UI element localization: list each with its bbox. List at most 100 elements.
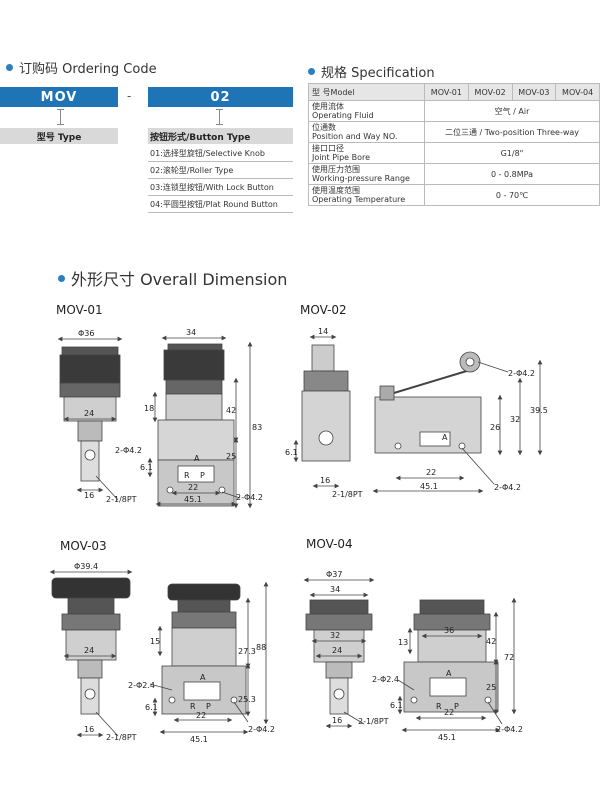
mov02-side-view <box>372 351 543 494</box>
model-title-mov03: MOV-03 <box>60 539 107 553</box>
dim-label: 2-Φ4.2 <box>236 493 263 502</box>
dim-label: 45.1 <box>438 733 456 742</box>
dim-label: 6.1 <box>140 463 153 472</box>
port-label: R <box>190 702 196 711</box>
dim-label: 72 <box>504 653 514 662</box>
dim-label: Φ36 <box>78 329 94 338</box>
dim-label: 24 <box>84 409 94 418</box>
table-row: 型 号Model MOV-01 MOV-02 MOV-03 MOV-04 <box>308 83 600 101</box>
dim-label: 36 <box>444 626 454 635</box>
code-separator: - <box>127 89 132 103</box>
dim-label: 34 <box>330 585 340 594</box>
dim-label: 2-Φ4.2 <box>496 725 523 734</box>
mov02-front-view <box>293 334 351 489</box>
ordering-title: 订购码 Ordering Code <box>19 62 157 77</box>
spec-title: 规格 Specification <box>321 66 435 81</box>
dim-label: 6.1 <box>390 701 403 710</box>
dim-label: 25.3 <box>238 695 256 704</box>
dim-label: 2-Φ4.2 <box>115 446 142 455</box>
dim-label: 42 <box>226 406 236 415</box>
mov04-side-view <box>397 597 517 733</box>
port-label: P <box>454 702 459 711</box>
port-label: P <box>200 471 205 480</box>
dim-label: 16 <box>320 476 330 485</box>
dim-label: 22 <box>196 711 206 720</box>
port-label: P <box>206 702 211 711</box>
spec-model-col: MOV-03 <box>511 83 557 101</box>
dim-label: 83 <box>252 423 262 432</box>
bullet-icon <box>58 274 65 282</box>
button-options-list: 01:选择型旋钮/Selective Knob 02:滚轮型/Roller Ty… <box>148 145 293 213</box>
list-item: 02:滚轮型/Roller Type <box>148 162 293 179</box>
dim-label: 39.5 <box>530 406 548 415</box>
dim-label: 24 <box>332 646 342 655</box>
bullet-icon <box>308 68 315 75</box>
spec-model-col: MOV-01 <box>424 83 469 101</box>
model-title-mov01: MOV-01 <box>56 303 103 317</box>
dim-label: 6.1 <box>145 703 158 712</box>
dim-label: 2-1/8PT <box>106 495 137 504</box>
dim-label: 88 <box>256 643 266 652</box>
button-connector <box>216 109 223 125</box>
list-item: 04:平圆型按钮/Plat Round Button <box>148 196 293 213</box>
dim-label: 2-1/8PT <box>358 717 389 726</box>
dim-label: Φ37 <box>326 570 342 579</box>
port-label: A <box>446 669 452 678</box>
model-connector <box>57 109 64 125</box>
dim-label: 32 <box>510 415 520 424</box>
code-button-box: 02 <box>148 87 293 107</box>
dimension-title: 外形尺寸 Overall Dimension <box>71 270 288 289</box>
dim-label: 2-Φ4.2 <box>508 369 535 378</box>
port-label: R <box>436 702 442 711</box>
spec-section-title: 规格 Specification <box>308 62 435 81</box>
code-model-box: MOV <box>0 87 118 107</box>
mov03-side-view <box>149 581 269 735</box>
port-label: A <box>442 433 448 442</box>
dim-label: 24 <box>84 646 94 655</box>
dim-label: 14 <box>318 327 328 336</box>
port-label: R <box>184 471 190 480</box>
dim-label: 42 <box>486 637 496 646</box>
dim-label: 22 <box>188 483 198 492</box>
dim-label: 27.3 <box>238 647 256 656</box>
spec-header-label: 型 号Model <box>308 83 425 101</box>
dim-label: 45.1 <box>190 735 208 744</box>
dim-label: Φ39.4 <box>74 562 98 571</box>
dimension-section-title: 外形尺寸 Overall Dimension <box>58 266 287 290</box>
dim-label: 45.1 <box>184 495 202 504</box>
spec-model-col: MOV-02 <box>467 83 513 101</box>
dim-label: 25 <box>226 452 236 461</box>
ordering-section-title: 订购码 Ordering Code <box>6 58 157 77</box>
model-title-mov02: MOV-02 <box>300 303 347 317</box>
mov01-side-view <box>147 335 253 509</box>
dim-label: 2-Φ2.4 <box>372 675 399 684</box>
dim-label: 34 <box>186 328 196 337</box>
dim-label: 2-Φ2.4 <box>128 681 155 690</box>
list-item: 01:选择型旋钮/Selective Knob <box>148 145 293 162</box>
dim-label: 32 <box>330 631 340 640</box>
dim-label: 2-Φ4.2 <box>248 725 275 734</box>
model-title-mov04: MOV-04 <box>306 537 353 551</box>
dim-label: 18 <box>144 404 154 413</box>
type-label: 型号 Type <box>0 128 118 144</box>
port-label: A <box>194 454 200 463</box>
dim-label: 22 <box>444 708 454 717</box>
dim-label: 45.1 <box>420 482 438 491</box>
dim-label: 25 <box>486 683 496 692</box>
spec-model-col: MOV-04 <box>555 83 600 101</box>
mov04-front-view <box>303 577 375 729</box>
spec-table: 型 号Model MOV-01 MOV-02 MOV-03 MOV-04 使用流… <box>308 83 600 206</box>
dim-label: 16 <box>84 491 94 500</box>
dim-label: 6.1 <box>285 448 298 457</box>
dim-label: 2-Φ4.2 <box>494 483 521 492</box>
dim-label: 26 <box>490 423 500 432</box>
dim-label: 16 <box>84 725 94 734</box>
dim-label: 16 <box>332 716 342 725</box>
dim-label: 22 <box>426 468 436 477</box>
